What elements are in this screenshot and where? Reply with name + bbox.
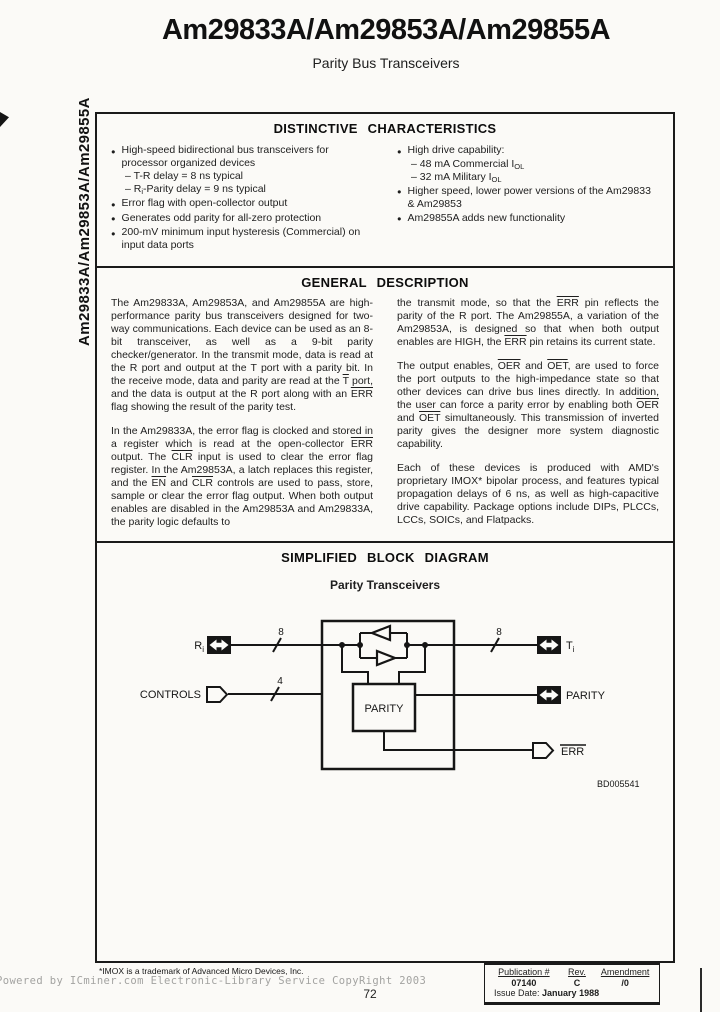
bullet-icon: ●: [111, 199, 116, 209]
publication-info-box: Publication # Rev. Amendment 07140 C /0 …: [484, 963, 660, 1005]
bullet-text: High-speed bidirectional bus transceiver…: [121, 144, 329, 169]
description-paragraph: In the Am29833A, the error flag is clock…: [111, 425, 373, 528]
page-subtitle: Parity Bus Transceivers: [312, 55, 460, 71]
description-paragraph: The Am29833A, Am29853A, and Am29855A are…: [111, 297, 373, 413]
issue-date-label: Issue Date:: [494, 988, 540, 998]
side-part-number-label: Am29833A/Am29853A/Am29855A: [76, 97, 93, 346]
bullet-icon: ●: [397, 146, 402, 156]
issue-date-row: Issue Date: January 1988: [489, 988, 655, 999]
characteristics-right-column: ● High drive capability: – 48 mA Commerc…: [397, 143, 659, 252]
err-port-label: ERR: [561, 746, 584, 758]
bus-slash-icon: [490, 637, 500, 653]
bullet-item: ● Generates odd parity for all-zero prot…: [111, 212, 373, 226]
bullet-subitem: – 48 mA Commercial IOL: [411, 157, 525, 171]
page-title: Am29833A/Am29853A/Am29855A: [161, 14, 611, 46]
r-bus-width: 8: [278, 627, 284, 638]
characteristics-left-column: ● High-speed bidirectional bus transceiv…: [111, 143, 373, 252]
parity-block-label: PARITY: [365, 703, 405, 715]
revision-value: C: [573, 977, 581, 988]
bullet-text: High drive capability:: [407, 144, 505, 156]
bullet-item: ● Am29855A adds new functionality: [397, 212, 659, 226]
bullet-icon: ●: [111, 146, 116, 156]
scan-watermark: Powered by ICminer.com Electronic-Librar…: [0, 975, 427, 987]
diagram-wires: [228, 632, 537, 751]
amendment-value: /0: [621, 977, 629, 988]
buffer-left-icon: [368, 624, 392, 642]
wire-junction-dots: [339, 642, 428, 648]
parity-port-symbol: [537, 686, 561, 704]
scan-edge-line: [700, 968, 702, 1012]
bullet-subitem: – 32 mA Military IOL: [411, 170, 502, 184]
description-right-column: the transmit mode, so that the ERR pin r…: [397, 297, 659, 540]
description-paragraph: Each of these devices is produced with A…: [397, 462, 659, 526]
publication-number-label: Publication #: [498, 967, 550, 977]
content-frame: DISTINCTIVE CHARACTERISTICS ● High-speed…: [95, 112, 675, 963]
description-paragraph: the transmit mode, so that the ERR pin r…: [397, 297, 659, 348]
bullet-item: ● Error flag with open-collector output: [111, 197, 373, 211]
bullet-text: Am29855A adds new functionality: [407, 211, 566, 224]
bullet-icon: ●: [397, 187, 402, 196]
scan-edge-mark: [0, 112, 9, 127]
description-left-column: The Am29833A, Am29853A, and Am29855A are…: [111, 297, 373, 540]
bullet-icon: ●: [111, 214, 116, 223]
distinctive-characteristics-section: DISTINCTIVE CHARACTERISTICS ● High-speed…: [97, 114, 673, 268]
controls-port-symbol: [206, 686, 228, 703]
bullet-subitem: – T-R delay = 8 ns typical: [125, 170, 243, 182]
r-port-symbol: [207, 636, 231, 654]
publication-number-value: 07140: [511, 977, 537, 988]
t-bus-width: 8: [496, 627, 502, 638]
r-port-label: Ri: [194, 640, 204, 654]
device-outline-box: [320, 619, 456, 771]
bus-slash-icon: [270, 686, 280, 702]
description-paragraph: The output enables, OER and OET, are use…: [397, 360, 659, 450]
publication-values-row: 07140 C /0: [489, 978, 655, 989]
buffer-right-icon: [375, 649, 399, 667]
distinctive-characteristics-heading: DISTINCTIVE CHARACTERISTICS: [273, 121, 497, 136]
err-port-symbol: [532, 742, 554, 759]
bullet-text: 200-mV minimum input hysteresis (Commerc…: [121, 226, 361, 251]
parity-block-box: [351, 682, 417, 733]
parity-port-label: PARITY: [566, 690, 606, 702]
bullet-icon: ●: [397, 214, 402, 223]
block-diagram-section: SIMPLIFIED BLOCK DIAGRAM Parity Transcei…: [97, 543, 673, 592]
trademark-note: *IMOX is a trademark of Advanced Micro D…: [99, 966, 304, 976]
general-description-section: GENERAL DESCRIPTION The Am29833A, Am2985…: [97, 268, 673, 543]
amendment-label: Amendment: [600, 967, 650, 977]
block-diagram-subheading: Parity Transceivers: [329, 578, 441, 592]
t-port-symbol: [537, 636, 561, 654]
bullet-text: Generates odd parity for all-zero protec…: [121, 211, 322, 224]
issue-date-value: January 1988: [542, 988, 600, 998]
controls-label: CONTROLS: [140, 689, 201, 701]
controls-bus-width: 4: [277, 676, 283, 687]
bullet-icon: ●: [111, 228, 116, 238]
bus-slash-icon: [272, 637, 282, 653]
revision-label: Rev.: [568, 967, 586, 977]
figure-code: BD005541: [597, 779, 640, 789]
page-number: 72: [363, 987, 377, 1001]
bullet-item: ● High-speed bidirectional bus transceiv…: [111, 144, 373, 170]
bullet-text: Higher speed, lower power versions of th…: [407, 184, 651, 210]
block-diagram-figure: PARITY Ri Ti CONTROLS PARITY ERR 8 8 4 B…: [140, 619, 640, 789]
bullet-item: ● High drive capability:: [397, 144, 659, 158]
bullet-item: ● Higher speed, lower power versions of …: [397, 185, 659, 211]
t-port-label: Ti: [566, 640, 575, 654]
bullet-item: ● 200-mV minimum input hysteresis (Comme…: [111, 226, 373, 252]
publication-header-row: Publication # Rev. Amendment: [489, 967, 655, 978]
bullet-text: Error flag with open-collector output: [121, 197, 288, 209]
bullet-subitem: – Ri-Parity delay = 9 ns typical: [125, 183, 266, 196]
general-description-heading: GENERAL DESCRIPTION: [301, 275, 469, 290]
block-diagram-heading: SIMPLIFIED BLOCK DIAGRAM: [281, 550, 489, 565]
